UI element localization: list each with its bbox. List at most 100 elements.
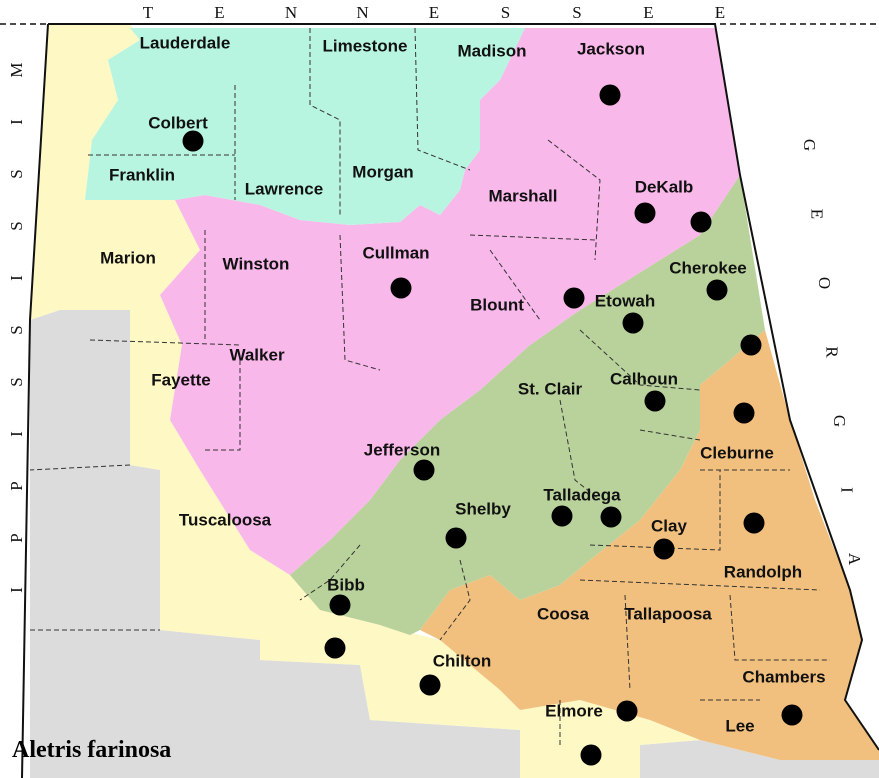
mississippi-border [21,23,49,778]
county-label-tallapoosa: Tallapoosa [624,604,712,623]
occurrence-dot [580,744,602,766]
county-label-colbert: Colbert [148,113,208,132]
mississippi-letter: P [7,533,26,542]
county-label-bibb: Bibb [327,575,365,594]
county-label-limestone: Limestone [322,36,407,55]
occurrence-dot [324,637,346,659]
county-label-lee: Lee [725,716,754,735]
region-coastal-plain [30,24,700,778]
county-label-st-clair: St. Clair [518,379,583,398]
region-tennessee-valley [85,28,525,225]
georgia-letter: O [815,277,834,289]
region-piedmont [420,330,879,760]
georgia-letter: G [830,415,849,427]
georgia-letter: A [845,553,864,566]
mississippi-letter: S [7,169,26,178]
county-labels: Lauderdale Limestone Madison JacksonColbert… [100,33,825,735]
tennessee-letter: N [285,3,297,22]
mississippi-letter: S [7,221,26,230]
mississippi-letter: S [7,325,26,334]
state-border [48,23,879,751]
tennessee-letter: E [429,3,439,22]
county-label-tuscaloosa: Tuscaloosa [179,510,272,529]
county-label-chambers: Chambers [742,667,825,686]
occurrence-dot [733,402,755,424]
county-label-cullman: Cullman [362,243,429,262]
county-label-franklin: Franklin [109,165,175,184]
county-label-fayette: Fayette [151,370,211,389]
occurrence-dot [413,459,435,481]
tennessee-letter: S [501,3,510,22]
mississippi-letter: I [7,119,26,125]
tennessee-letter: T [143,3,154,22]
occurrence-dot [390,277,412,299]
mississippi-letter: M [7,62,26,77]
species-title: Aletris farinosa [12,737,171,763]
tennessee-letter: E [715,3,725,22]
county-label-cherokee: Cherokee [669,258,746,277]
georgia-letter: I [838,487,857,493]
occurrence-dot [743,512,765,534]
county-label-calhoun: Calhoun [610,369,678,388]
occurrence-dot [563,287,585,309]
occurrence-dot [329,594,351,616]
county-label-cleburne: Cleburne [700,443,774,462]
region-cumberland-plateau [160,28,740,575]
county-label-randolph: Randolph [724,562,802,581]
county-label-chilton: Chilton [433,651,492,670]
county-label-lawrence: Lawrence [245,179,323,198]
occurrence-dot [690,211,712,233]
mississippi-letter: I [7,587,26,593]
occurrence-dot [634,202,656,224]
georgia-letter: E [808,209,827,219]
occurrence-dot [616,700,638,722]
mississippi-letter: P [7,481,26,490]
mississippi-letter: S [7,377,26,386]
county-label-shelby: Shelby [455,499,511,518]
county-label-jackson: Jackson [577,39,645,58]
mississippi-letter: I [7,431,26,437]
county-label-dekalb: DeKalb [635,177,694,196]
county-label-morgan: Morgan [352,162,413,181]
county-label-madison: Madison [458,41,527,60]
county-label-blount: Blount [470,295,524,314]
occurrence-dot [740,334,762,356]
county-label-elmore: Elmore [545,701,603,720]
region-valley-and-ridge [290,175,765,635]
tennessee-letter: N [356,3,368,22]
county-label-etowah: Etowah [595,291,655,310]
region-outside-range [30,310,879,778]
occurrence-dot [781,704,803,726]
county-label-jefferson: Jefferson [364,440,441,459]
occurrence-dot [551,505,573,527]
occurrence-dot [706,279,728,301]
occurrence-dot [653,538,675,560]
occurrence-dot [445,527,467,549]
county-boundaries [29,27,830,745]
georgia-letter: G [800,139,819,151]
mississippi-label: I P P I S S I S S I M [7,62,26,592]
georgia-letter: R [823,346,842,358]
county-label-lauderdale: Lauderdale [140,33,231,52]
georgia-label: G E O R G I A [800,139,864,566]
county-label-clay: Clay [651,516,687,535]
occurrence-dot [622,312,644,334]
county-label-talladega: Talladega [543,485,621,504]
tennessee-letter: E [214,3,224,22]
county-label-walker: Walker [229,345,285,364]
occurrence-dots [182,84,803,766]
occurrence-dot [182,130,204,152]
mississippi-letter: I [7,275,26,281]
tennessee-letter: S [572,3,581,22]
occurrence-dot [600,506,622,528]
county-label-winston: Winston [223,254,290,273]
county-label-marshall: Marshall [489,186,558,205]
occurrence-dot [644,390,666,412]
occurrence-dot [599,84,621,106]
tennessee-letter: E [643,3,653,22]
occurrence-dot [419,674,441,696]
county-label-marion: Marion [100,248,156,267]
